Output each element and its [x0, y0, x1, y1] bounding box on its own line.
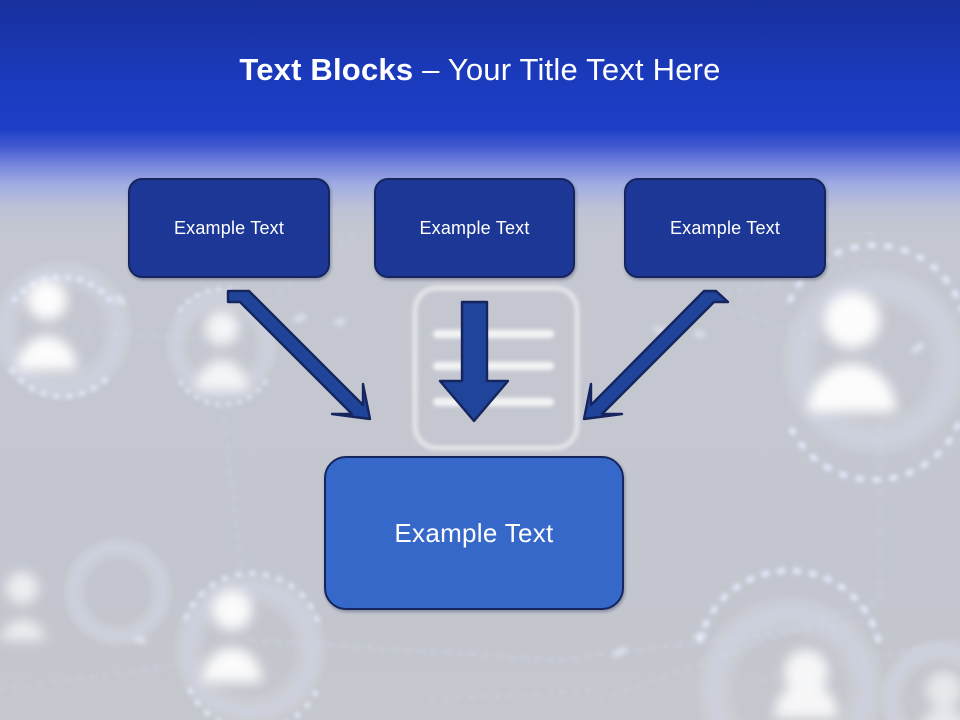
- person-avatar-icon: [17, 280, 77, 370]
- person-avatar-icon: [808, 292, 896, 412]
- text-block-2-label: Example Text: [419, 217, 530, 238]
- person-avatar-icon: [0, 572, 46, 640]
- text-block-1[interactable]: Example Text: [128, 178, 330, 278]
- arrow-left-diagonal-hit[interactable]: [225, 288, 375, 423]
- text-block-result[interactable]: Example Text: [324, 456, 624, 610]
- person-avatar-icon: [774, 650, 838, 718]
- page-title-bold: Text Blocks: [239, 52, 414, 87]
- page-title-rest: Your Title Text Here: [447, 52, 721, 87]
- text-block-1-label: Example Text: [173, 217, 285, 238]
- arrow-right-diagonal-hit[interactable]: [582, 288, 732, 423]
- page-title: Text Blocks – Your Title Text Here: [0, 50, 960, 90]
- person-avatar-icon: [202, 590, 262, 682]
- header-band: [0, 0, 960, 129]
- text-block-3-label: Example Text: [669, 217, 781, 238]
- person-avatar-icon: [923, 672, 960, 720]
- text-block-result-label: Example Text: [394, 517, 554, 548]
- text-block-2[interactable]: Example Text: [374, 178, 575, 278]
- page-title-separator: –: [413, 52, 448, 87]
- arrow-center-vertical-hit[interactable]: [438, 300, 512, 424]
- text-block-3[interactable]: Example Text: [624, 178, 826, 278]
